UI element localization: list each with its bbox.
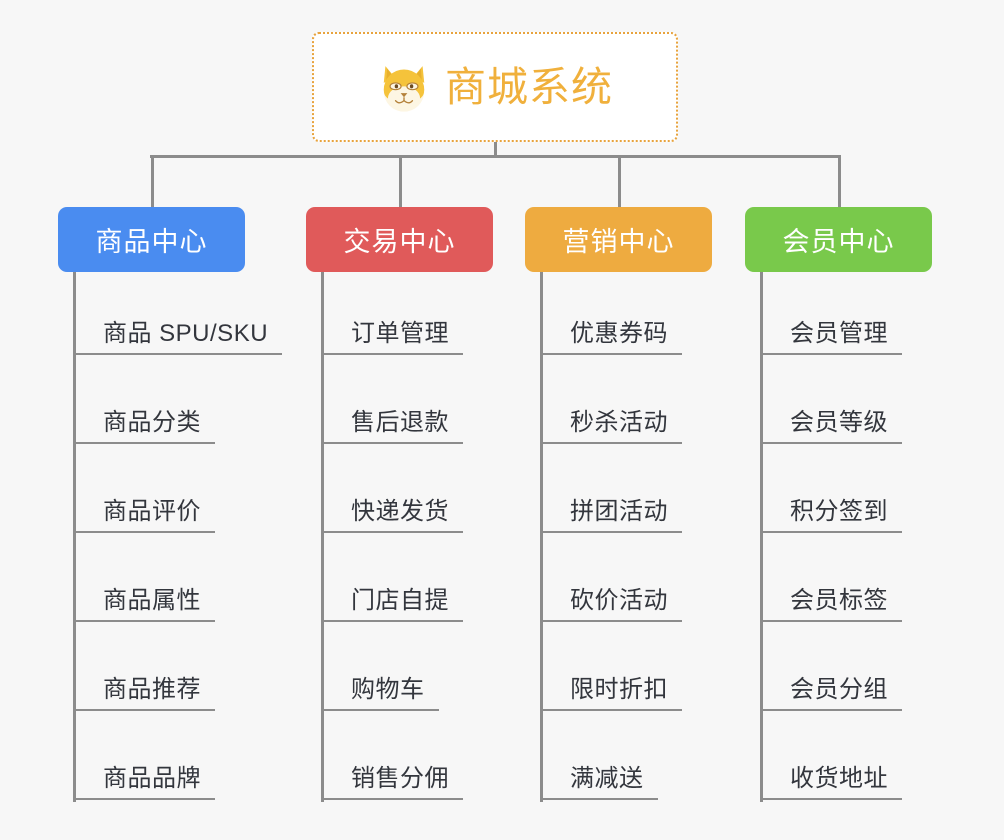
shiba-dog-face-icon xyxy=(383,66,425,112)
connector-drop-1 xyxy=(150,155,154,207)
leaf-item-label: 商品品牌 xyxy=(103,765,201,792)
leaf-item-underline xyxy=(760,531,902,533)
leaf-item-label: 购物车 xyxy=(351,676,425,703)
leaf-item-underline xyxy=(540,798,658,800)
leaf-item-underline xyxy=(321,709,439,711)
leaf-item-underline xyxy=(73,620,215,622)
leaf-item-label: 销售分佣 xyxy=(351,765,449,792)
leaf-item-underline xyxy=(760,353,902,355)
leaf-item-underline xyxy=(540,531,682,533)
leaf-item-underline xyxy=(540,709,682,711)
root-node[interactable]: 商城系统 xyxy=(312,32,678,142)
column-trunk-1 xyxy=(73,272,76,802)
leaf-item-underline xyxy=(321,620,463,622)
leaf-item-label: 售后退款 xyxy=(351,409,449,436)
leaf-item-label: 会员管理 xyxy=(790,320,888,347)
leaf-item-label: 会员分组 xyxy=(790,676,888,703)
connector-span-bar xyxy=(150,155,841,158)
leaf-item-label: 收货地址 xyxy=(790,765,888,792)
leaf-item-underline xyxy=(321,798,463,800)
leaf-item-underline xyxy=(73,442,215,444)
leaf-item-label: 限时折扣 xyxy=(570,676,668,703)
leaf-item-underline xyxy=(73,709,215,711)
leaf-item-label: 满减送 xyxy=(570,765,644,792)
category-header-3[interactable]: 营销中心 xyxy=(525,207,712,272)
column-trunk-4 xyxy=(760,272,763,802)
leaf-item-label: 会员等级 xyxy=(790,409,888,436)
leaf-item-label: 商品分类 xyxy=(103,409,201,436)
root-title: 商城系统 xyxy=(445,63,613,110)
leaf-item-label: 商品属性 xyxy=(103,587,201,614)
leaf-item-underline xyxy=(760,709,902,711)
leaf-item-label: 商品 SPU/SKU xyxy=(103,320,269,347)
connector-drop-4 xyxy=(837,155,841,207)
leaf-item-underline xyxy=(321,353,463,355)
leaf-item-label: 订单管理 xyxy=(351,320,449,347)
leaf-item-label: 门店自提 xyxy=(351,587,449,614)
leaf-item-label: 砍价活动 xyxy=(570,587,668,614)
leaf-item-label: 拼团活动 xyxy=(570,498,668,525)
leaf-item-underline xyxy=(540,353,682,355)
category-header-1[interactable]: 商品中心 xyxy=(58,207,245,272)
leaf-item-label: 优惠券码 xyxy=(570,320,668,347)
connector-drop-2 xyxy=(398,155,402,207)
leaf-item-underline xyxy=(73,353,282,355)
leaf-item-underline xyxy=(760,620,902,622)
leaf-item-label: 秒杀活动 xyxy=(570,409,668,436)
leaf-item-underline xyxy=(321,531,463,533)
leaf-item-underline xyxy=(321,442,463,444)
leaf-item-underline xyxy=(760,798,902,800)
leaf-item-underline xyxy=(540,620,682,622)
column-trunk-3 xyxy=(540,272,543,802)
category-header-4[interactable]: 会员中心 xyxy=(745,207,932,272)
connector-root-stub xyxy=(494,142,497,158)
connector-drop-3 xyxy=(617,155,621,207)
leaf-item-label: 商品推荐 xyxy=(103,676,201,703)
leaf-item-underline xyxy=(73,531,215,533)
leaf-item-label: 积分签到 xyxy=(790,498,888,525)
leaf-item-underline xyxy=(73,798,215,800)
leaf-item-label: 快递发货 xyxy=(351,498,449,525)
leaf-item-label: 会员标签 xyxy=(790,587,888,614)
column-trunk-2 xyxy=(321,272,324,802)
category-header-2[interactable]: 交易中心 xyxy=(306,207,493,272)
leaf-item-label: 商品评价 xyxy=(103,498,201,525)
leaf-item-underline xyxy=(540,442,682,444)
leaf-item-underline xyxy=(760,442,902,444)
